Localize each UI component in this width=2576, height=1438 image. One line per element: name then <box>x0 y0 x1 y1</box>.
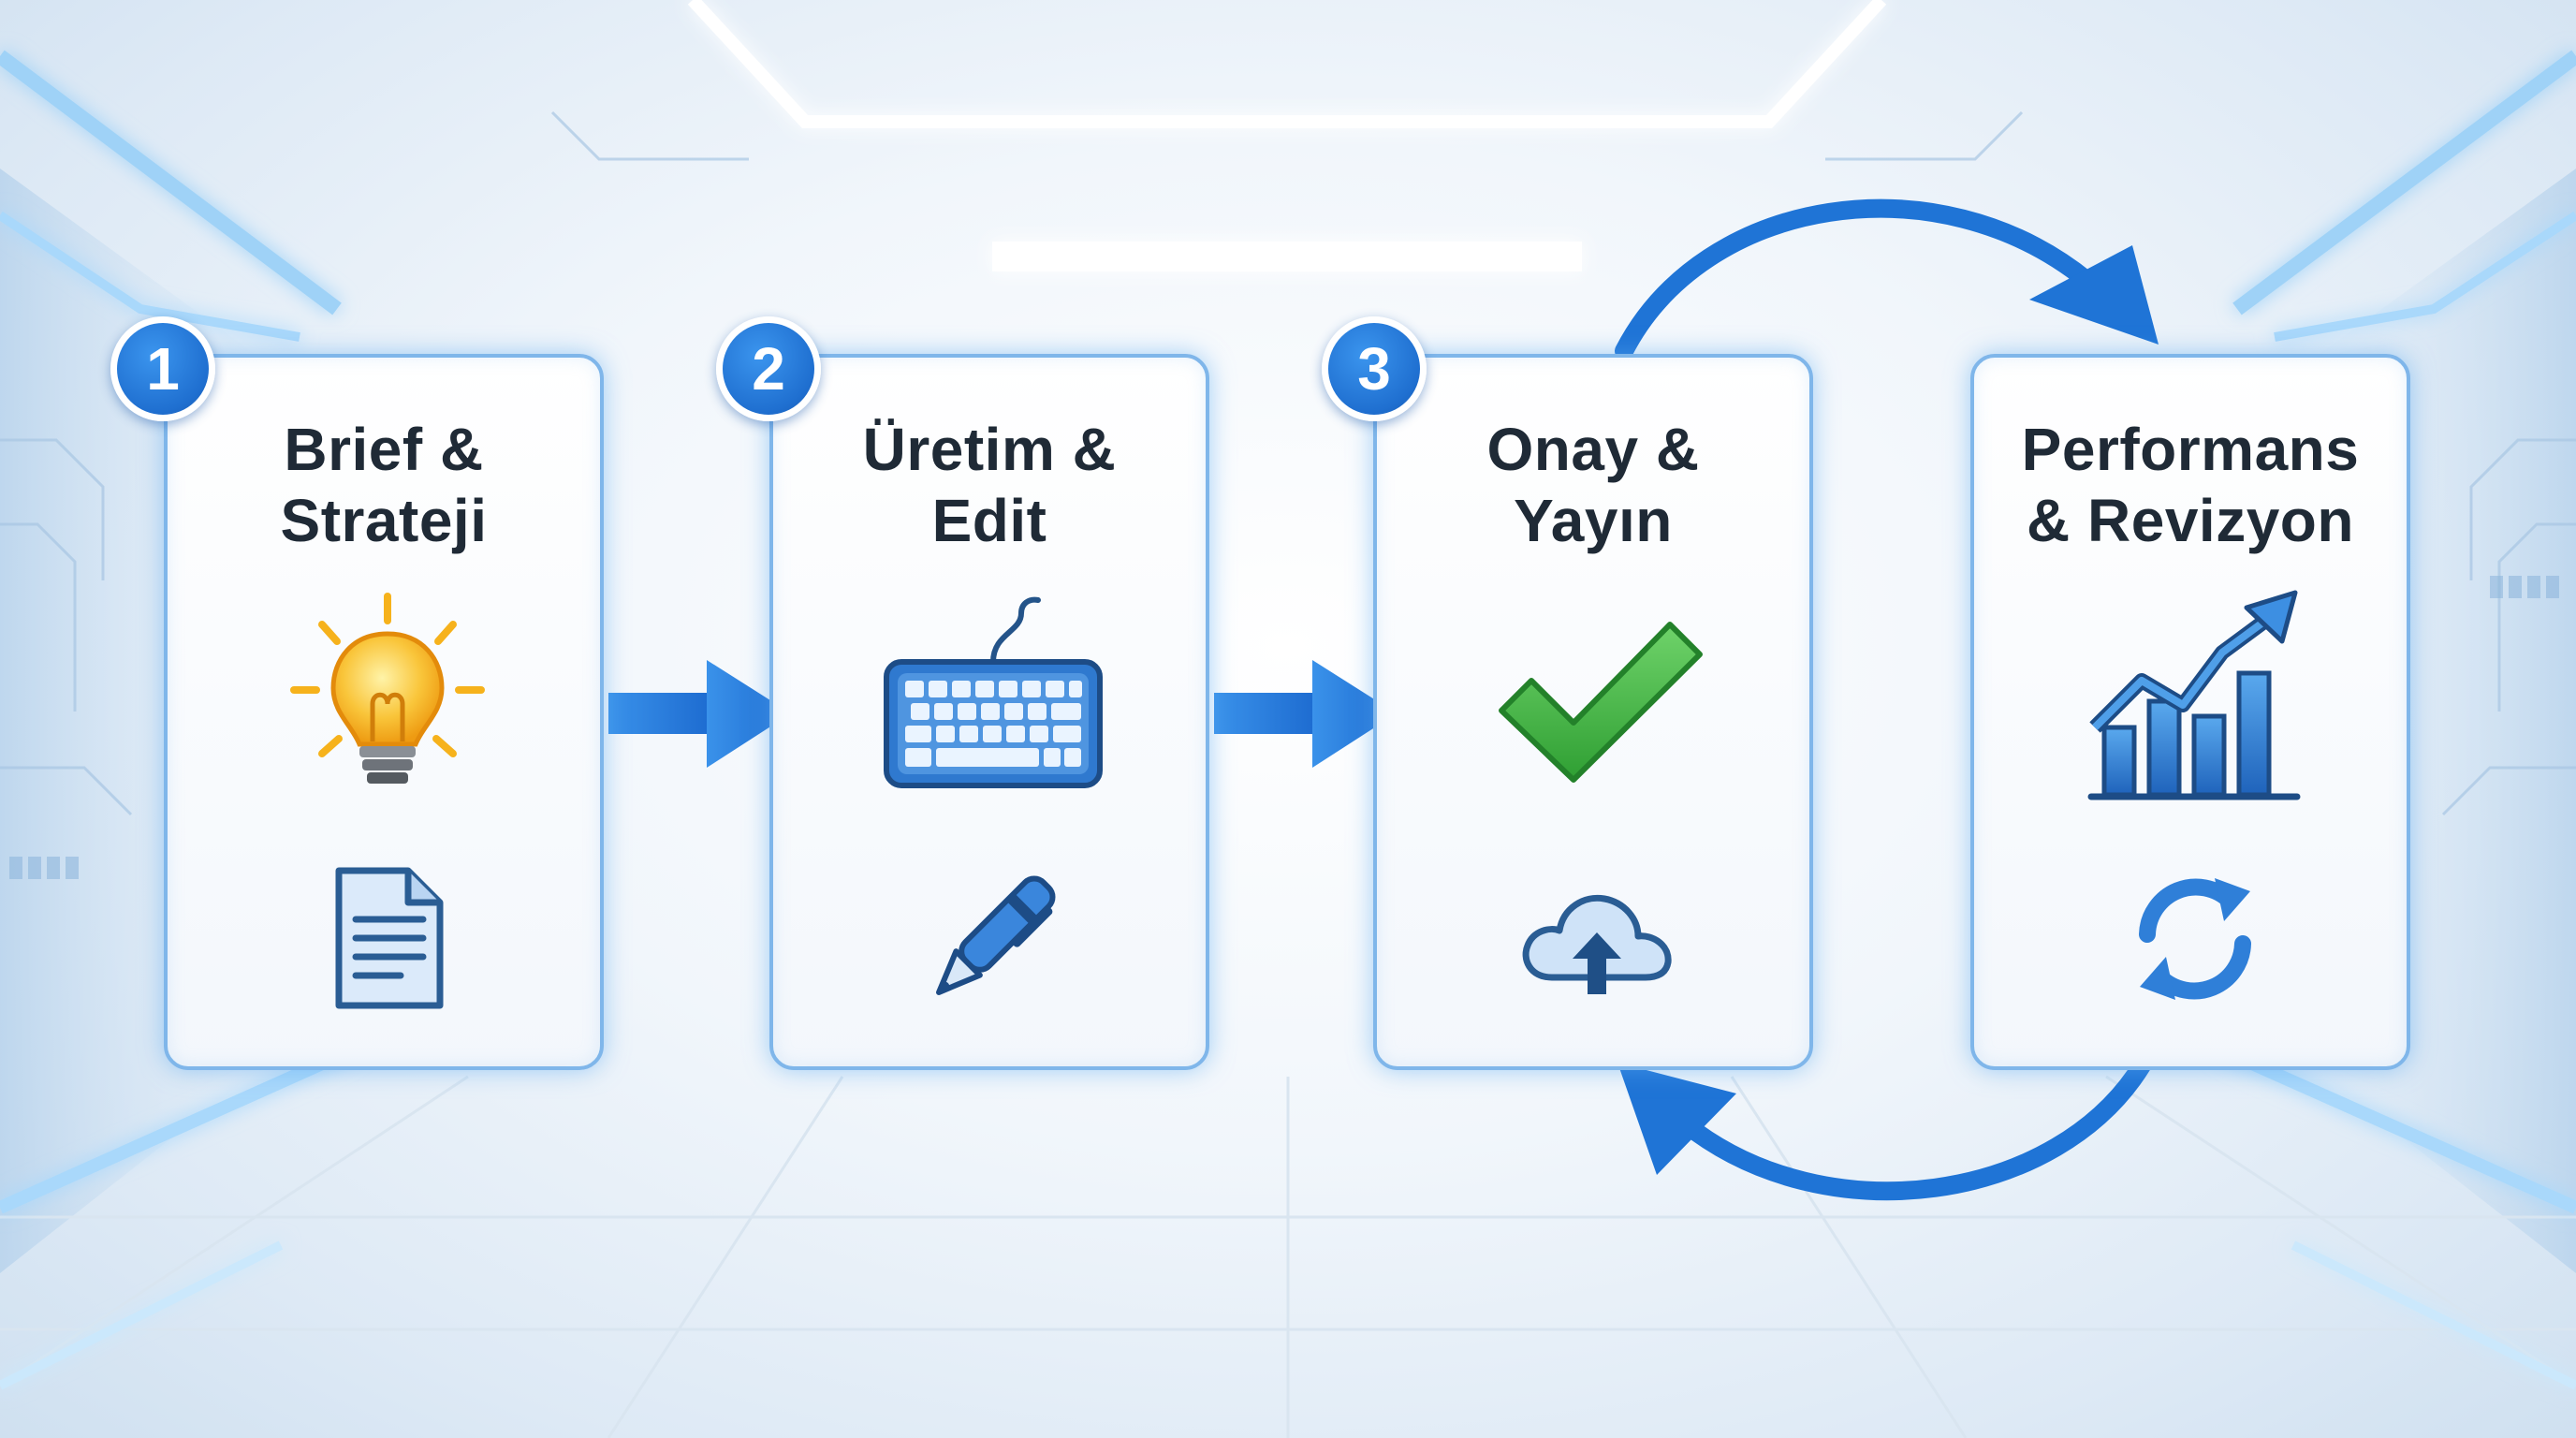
step-title: Onay & Yayın <box>1386 414 1800 556</box>
refresh-icon <box>2139 878 2251 1000</box>
keyboard-icon <box>884 596 1103 788</box>
step-card-brief-strateji: Brief & Strateji <box>164 354 604 1070</box>
step-card-uretim-edit: Üretim & Edit <box>769 354 1209 1070</box>
step-number-badge: 1 <box>110 316 215 421</box>
step-title: Üretim & Edit <box>783 414 1196 556</box>
cloud-upload-icon <box>1522 894 1672 994</box>
step-title: Brief & Strateji <box>177 414 591 556</box>
pen-icon <box>936 875 1056 995</box>
step-title-line1: Onay & <box>1486 416 1700 483</box>
step-title-line1: Üretim & <box>862 416 1117 483</box>
step-card-onay-yayin: Onay & Yayın <box>1373 354 1813 1070</box>
growth-chart-icon <box>2087 590 2301 800</box>
checkmark-icon <box>1499 622 1703 783</box>
lightbulb-icon <box>290 593 485 784</box>
step-number-badge: 2 <box>716 316 821 421</box>
step-title-line1: Brief & <box>284 416 484 483</box>
step-card-performans-revizyon: Performans & Revizyon <box>1970 354 2410 1070</box>
step-title-line2: Strateji <box>280 487 488 554</box>
step-title-line2: Edit <box>931 487 1047 554</box>
step-number-badge: 3 <box>1322 316 1427 421</box>
document-icon <box>335 867 444 1009</box>
step-title-line2: & Revizyon <box>2027 487 2354 554</box>
step-title-line2: Yayın <box>1514 487 1673 554</box>
step-title: Performans & Revizyon <box>1983 414 2397 556</box>
step-title-line1: Performans <box>2021 416 2360 483</box>
